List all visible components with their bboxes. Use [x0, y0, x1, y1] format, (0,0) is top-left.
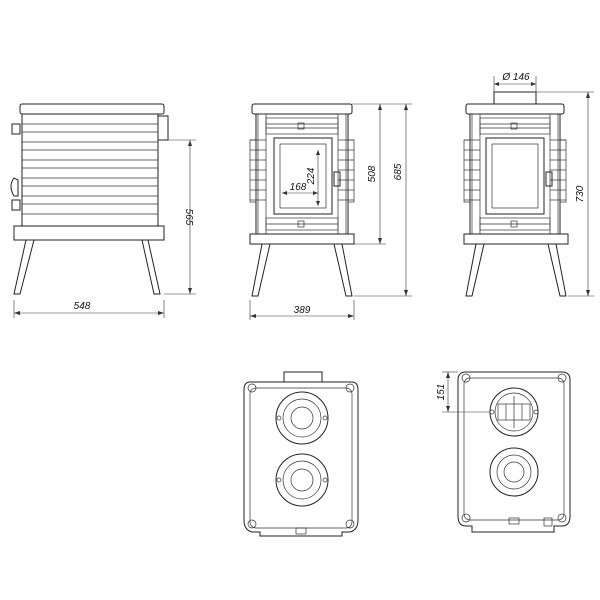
- front-width-label: 389: [294, 305, 311, 316]
- front-body-height-label: 508: [367, 165, 378, 182]
- front-total-height-label: 685: [393, 163, 404, 180]
- side-hinge-icon: [11, 199, 21, 211]
- front-door: [273, 137, 333, 215]
- front-view: [249, 103, 412, 320]
- top-flue-collar: [283, 371, 323, 383]
- top-view-flue: [442, 371, 571, 533]
- front-glass: [279, 143, 327, 209]
- flue-pipe: [493, 91, 537, 105]
- side-hinge-icon: [11, 123, 21, 135]
- side-ribs: [22, 123, 158, 215]
- top-hotplate-upper: [275, 391, 329, 445]
- front-handle-icon: [333, 171, 341, 187]
- top-view-hotplates: [243, 371, 359, 537]
- rear-height-label: 730: [575, 185, 586, 202]
- rear-side-ribs: [463, 139, 567, 203]
- side-height-label: 565: [183, 209, 194, 226]
- flue-view-hotplate: [489, 447, 539, 497]
- top-hotplate-lower: [275, 453, 329, 507]
- door-height-label: 224: [306, 167, 317, 185]
- front-side-ribs: [249, 139, 355, 203]
- side-width-label: 548: [74, 301, 91, 312]
- side-handle-icon: [10, 177, 19, 197]
- door-width-label: 168: [290, 182, 307, 193]
- rear-view: [463, 76, 594, 297]
- flue-outlet-top: [489, 387, 539, 437]
- side-flue-outlet: [157, 115, 169, 141]
- flue-diameter-label: Ø 146: [501, 72, 530, 83]
- rear-handle-icon: [545, 171, 553, 187]
- side-view: [10, 103, 196, 318]
- flue-offset-label: 151: [436, 384, 447, 401]
